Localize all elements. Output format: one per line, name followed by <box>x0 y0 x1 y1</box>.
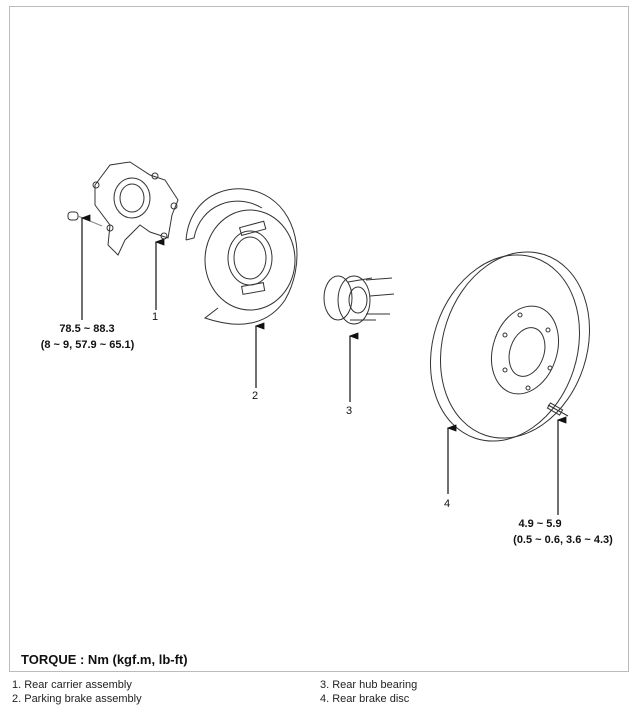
legend-item-4: 4. Rear brake disc <box>320 693 410 705</box>
torque-unit-label: TORQUE : Nm (kgf.m, lb-ft) <box>21 652 188 667</box>
legend-item-1: 1. Rear carrier assembly <box>12 679 132 691</box>
legend-item-3: 3. Rear hub bearing <box>320 679 418 691</box>
legend-item-2: 2. Parking brake assembly <box>12 693 142 705</box>
disc-screw <box>546 402 569 417</box>
callout-4: 4 <box>444 498 451 510</box>
callout-3: 3 <box>346 405 353 417</box>
callout-1: 1 <box>152 311 159 323</box>
torque-1-value: 78.5 ~ 88.3 <box>59 323 115 335</box>
carrier-bolt <box>67 211 103 227</box>
rear-brake-disc <box>429 251 591 442</box>
rear-carrier-assembly <box>92 161 179 256</box>
torque-2-value: 4.9 ~ 5.9 <box>518 518 562 530</box>
callout-2: 2 <box>252 390 259 402</box>
diagram-frame <box>9 6 629 672</box>
torque-1-conversion: (8 ~ 9, 57.9 ~ 65.1) <box>40 339 135 351</box>
parking-brake-assembly <box>185 188 298 325</box>
torque-2-conversion: (0.5 ~ 0.6, 3.6 ~ 4.3) <box>513 534 613 546</box>
rear-hub-bearing <box>323 275 395 325</box>
